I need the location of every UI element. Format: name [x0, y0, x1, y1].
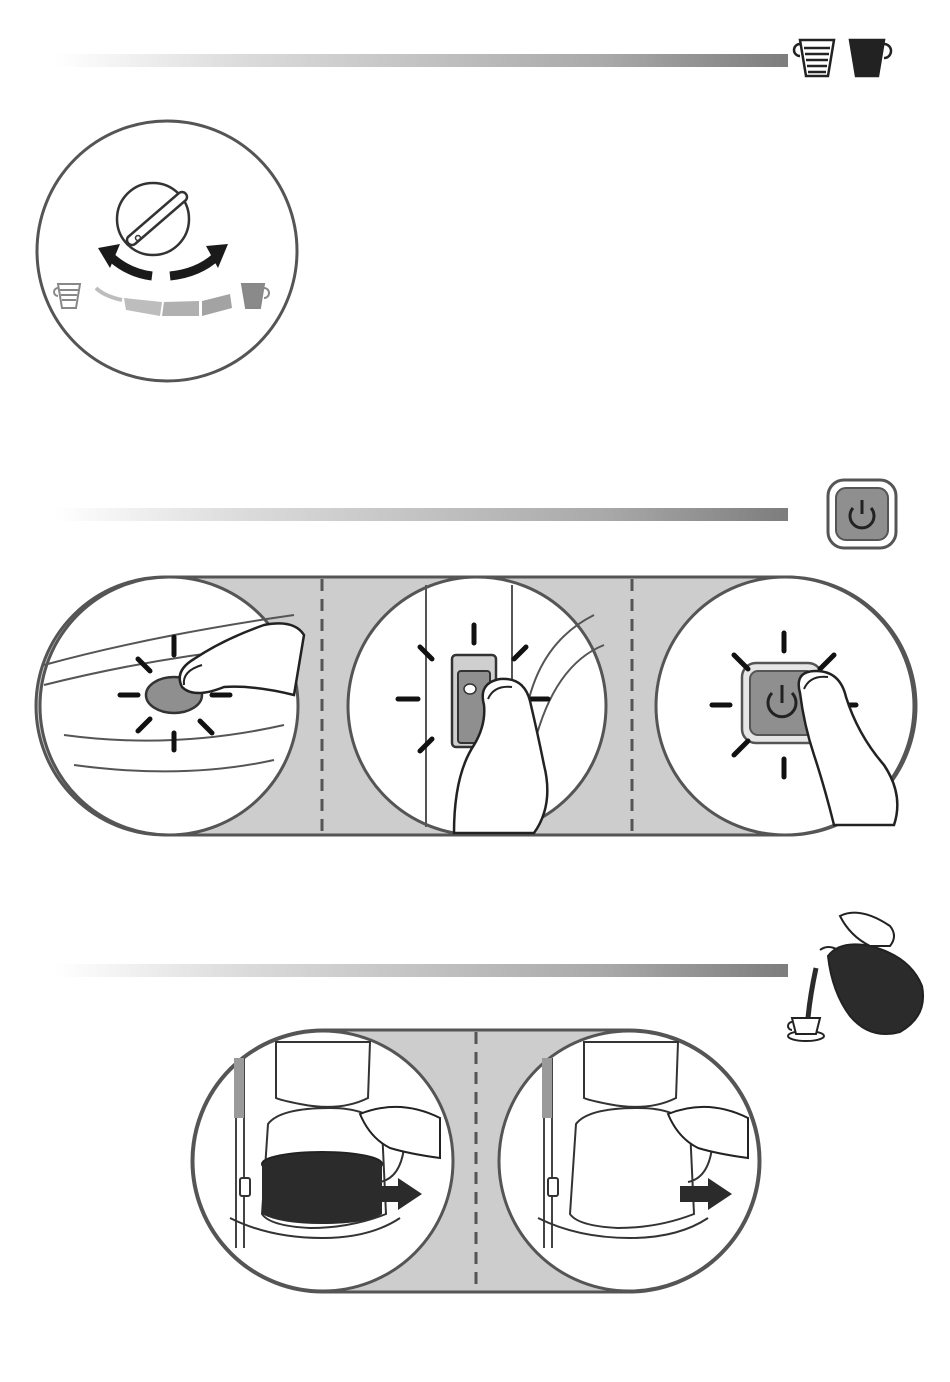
strength-dial-illustration	[34, 118, 300, 384]
mild-coffee-cup-icon	[794, 40, 834, 76]
carafe-step-thermal	[499, 1031, 759, 1291]
carafe-step-glass	[193, 1031, 453, 1291]
power-steps-panel	[34, 575, 918, 837]
strong-coffee-cup-icon	[850, 40, 891, 76]
power-step-2	[348, 577, 606, 835]
section-1-header-bar	[55, 54, 788, 67]
pouring-jug-icon	[780, 906, 930, 1046]
section-1-header-icons	[790, 36, 900, 82]
power-button-icon	[826, 478, 898, 550]
strength-knob	[117, 183, 189, 255]
section-3-header-bar	[55, 964, 788, 977]
carafe-steps-panel	[190, 1028, 762, 1294]
power-step-3	[656, 577, 914, 835]
section-2-header-bar	[55, 508, 788, 521]
